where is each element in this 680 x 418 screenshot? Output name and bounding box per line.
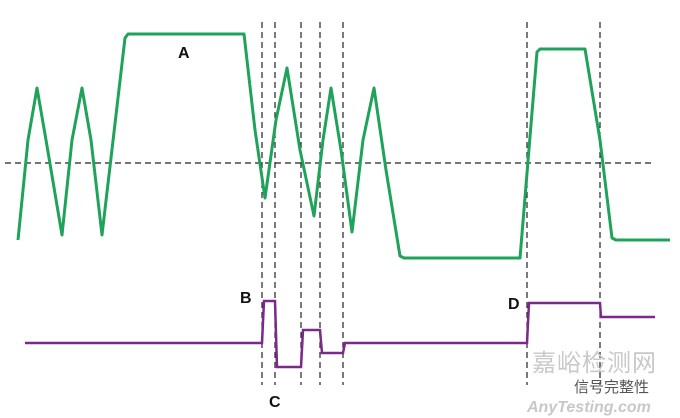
watermark-site-cn: 嘉峪检测网 xyxy=(532,350,657,377)
aggressor-signal-trace xyxy=(16,32,670,260)
victim-crosstalk-trace xyxy=(25,299,655,369)
watermark-account: 信号完整性 xyxy=(574,379,650,396)
label-b: B xyxy=(240,290,252,307)
label-a: A xyxy=(178,45,190,62)
label-d: D xyxy=(508,296,520,313)
label-c: C xyxy=(269,394,281,411)
watermark-site-en: AnyTesting.com xyxy=(527,399,651,416)
